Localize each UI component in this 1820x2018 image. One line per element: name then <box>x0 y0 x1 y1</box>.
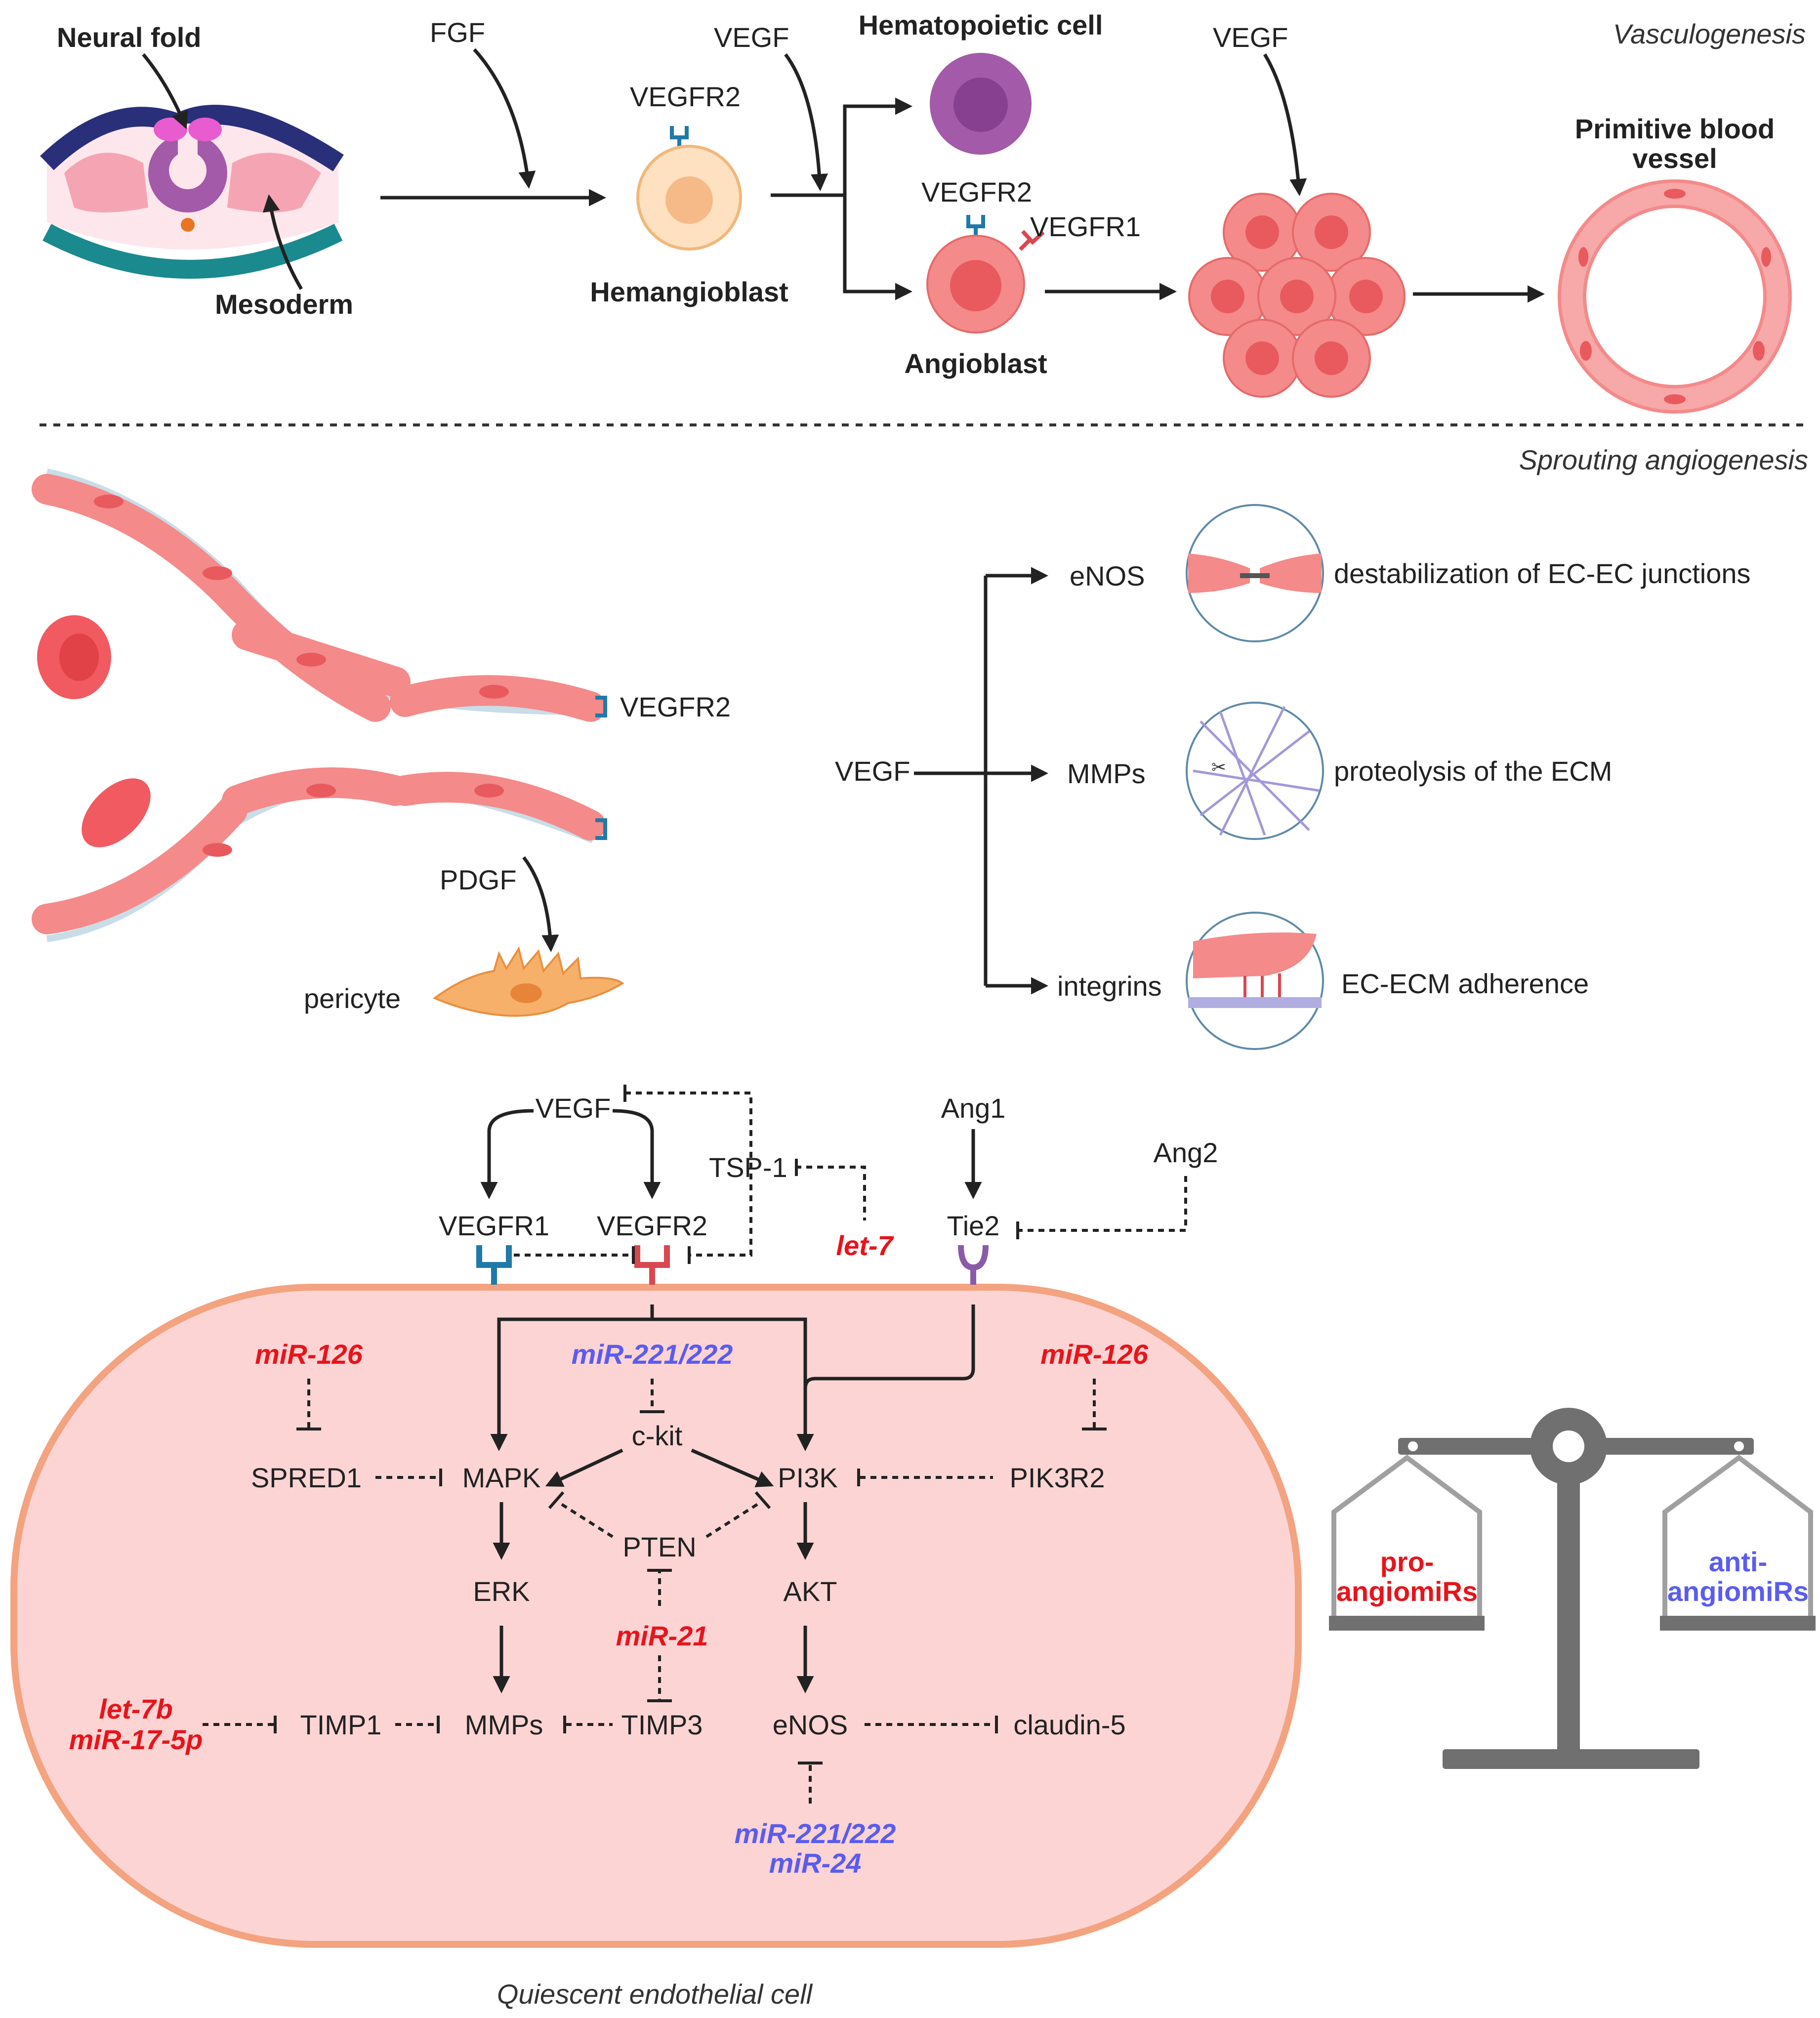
pdgf-label: PDGF <box>440 864 517 895</box>
target-mmps: MMPs <box>1067 758 1146 789</box>
target-enos: eNOS <box>1070 560 1145 591</box>
sprouting-title: Sprouting angiogenesis <box>1519 444 1808 475</box>
anti-angiomirs-label-2: angiomiRs <box>1667 1576 1809 1607</box>
pericyte-cell <box>433 946 624 1017</box>
vegfr2-label-a: VEGFR2 <box>630 81 741 112</box>
effect-junctions: destabilization of EC-EC junctions <box>1334 558 1751 589</box>
vegfr2-receptor-icon <box>634 1245 670 1285</box>
pw-pik3r2: PIK3R2 <box>1010 1462 1105 1493</box>
pw-mir126-right: miR-126 <box>1040 1339 1149 1370</box>
pro-angiomirs-label-1: pro- <box>1380 1546 1434 1577</box>
pw-mapk: MAPK <box>462 1462 541 1493</box>
cell-caption: Quiescent endothelial cell <box>497 1978 813 2010</box>
svg-text:✂: ✂ <box>1211 757 1226 778</box>
pw-mir17: miR-17-5p <box>69 1724 203 1755</box>
hemangioblast-label: Hemangioblast <box>590 276 788 307</box>
target-integrins: integrins <box>1057 970 1162 1002</box>
angioblast-cluster <box>1188 193 1406 398</box>
pw-claudin5: claudin-5 <box>1013 1709 1125 1740</box>
neural-fold-illustration <box>40 105 344 279</box>
pw-pi3k: PI3K <box>778 1462 837 1493</box>
pw-spred1: SPRED1 <box>251 1462 362 1493</box>
effect-proteolysis: proteolysis of the ECM <box>1334 756 1612 787</box>
signaling-pathway-panel: VEGF TSP-1 let-7 Ang1 Ang2 VEGFR1 VEGFR2… <box>10 1085 1302 2010</box>
pw-ckit: c-kit <box>632 1420 683 1451</box>
primitive-vessel-label-1: Primitive blood <box>1575 113 1775 144</box>
pro-angiomirs-label-2: angiomiRs <box>1336 1576 1478 1607</box>
pw-mir126-left: miR-126 <box>255 1339 363 1370</box>
vegfr2-label-b: VEGFR2 <box>921 176 1032 208</box>
pw-akt: AKT <box>784 1576 837 1607</box>
pw-mmps: MMPs <box>465 1709 543 1740</box>
pw-mir221-top: miR-221/222 <box>572 1339 733 1370</box>
sprouting-panel: Sprouting angiogenesis VEGFR2 PDGF <box>32 444 1808 1050</box>
neural-fold-label: Neural fold <box>57 22 201 53</box>
pw-enos: eNOS <box>773 1709 848 1740</box>
pw-mir24: miR-24 <box>769 1848 862 1879</box>
primitive-vessel <box>1558 179 1792 414</box>
balance-scale <box>1329 1408 1816 1769</box>
vasculogenesis-panel: Vasculogenesis Neural fold Mesoderm FGF … <box>40 9 1806 414</box>
pw-mir21: miR-21 <box>616 1620 708 1651</box>
endothelial-cell-membrane <box>10 1284 1302 1948</box>
mesoderm-label: Mesoderm <box>215 289 353 320</box>
pw-vegf: VEGF <box>536 1093 611 1124</box>
red-blood-cell <box>82 778 151 847</box>
primitive-vessel-label-2: vessel <box>1632 143 1717 174</box>
tie2-receptor-icon <box>958 1245 989 1285</box>
pw-vegfr2: VEGFR2 <box>597 1210 707 1241</box>
vegf-label-2: VEGF <box>1213 22 1288 53</box>
pericyte-label: pericyte <box>304 983 401 1014</box>
pw-let7: let-7 <box>836 1230 894 1261</box>
fgf-label: FGF <box>430 17 485 48</box>
pw-erk: ERK <box>473 1576 530 1607</box>
ec-ecm-adherence-icon <box>1186 912 1324 1050</box>
pw-ang1: Ang1 <box>941 1093 1006 1124</box>
vegfr2-sprout-label: VEGFR2 <box>620 691 731 722</box>
pw-timp1: TIMP1 <box>300 1709 382 1740</box>
vasculogenesis-title: Vasculogenesis <box>1613 18 1806 49</box>
angioblast-label: Angioblast <box>904 348 1047 379</box>
effect-adherence: EC-ECM adherence <box>1341 968 1589 999</box>
pw-tsp1: TSP-1 <box>709 1152 787 1183</box>
pw-vegfr1: VEGFR1 <box>439 1210 549 1241</box>
ecm-scissors-icon: ✂ <box>1186 702 1324 840</box>
vegf-label-1: VEGF <box>714 22 789 53</box>
ec-junction-icon <box>1186 504 1324 642</box>
pw-timp3: TIMP3 <box>621 1709 703 1740</box>
pw-pten: PTEN <box>622 1531 696 1562</box>
pw-let7b: let-7b <box>99 1693 172 1724</box>
pw-tie2: Tie2 <box>947 1210 1000 1241</box>
vegfr1-label: VEGFR1 <box>1030 211 1141 242</box>
anti-angiomirs-label-1: anti- <box>1709 1546 1767 1577</box>
hematopoietic-cell-label: Hematopoietic cell <box>859 9 1103 41</box>
pw-ang2: Ang2 <box>1154 1137 1218 1168</box>
vegfr1-receptor-icon <box>476 1245 512 1285</box>
sprout-vegf-label: VEGF <box>835 756 910 787</box>
pw-mir221-bottom: miR-221/222 <box>735 1818 896 1849</box>
